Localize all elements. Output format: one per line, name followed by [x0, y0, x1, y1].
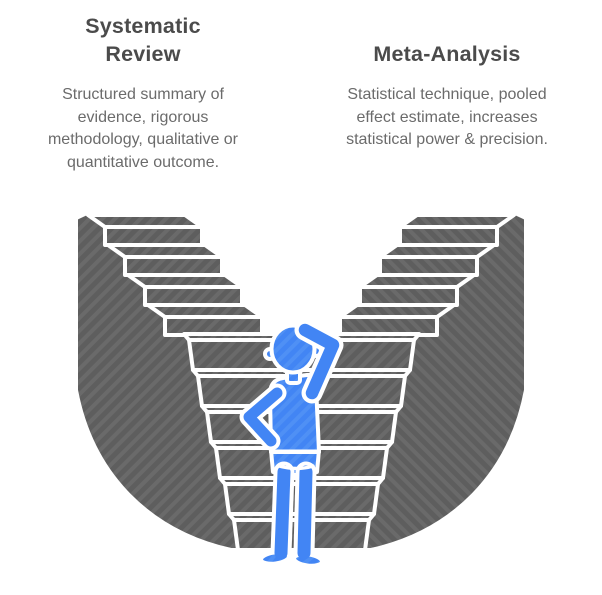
title-line: Systematic [85, 14, 201, 38]
meta-analysis-column: Meta-Analysis Statistical technique, poo… [337, 10, 557, 152]
systematic-review-column: Systematic Review Structured summary of … [33, 10, 253, 174]
title-line: Meta-Analysis [373, 42, 521, 66]
systematic-review-description: Structured summary of evidence, rigorous… [47, 86, 239, 171]
systematic-review-title: Systematic Review [85, 10, 201, 68]
meta-analysis-description: Statistical technique, pooled effect est… [346, 86, 548, 148]
confused-person-icon [239, 319, 344, 568]
title-line: Review [105, 42, 181, 66]
meta-analysis-title: Meta-Analysis [373, 10, 520, 68]
